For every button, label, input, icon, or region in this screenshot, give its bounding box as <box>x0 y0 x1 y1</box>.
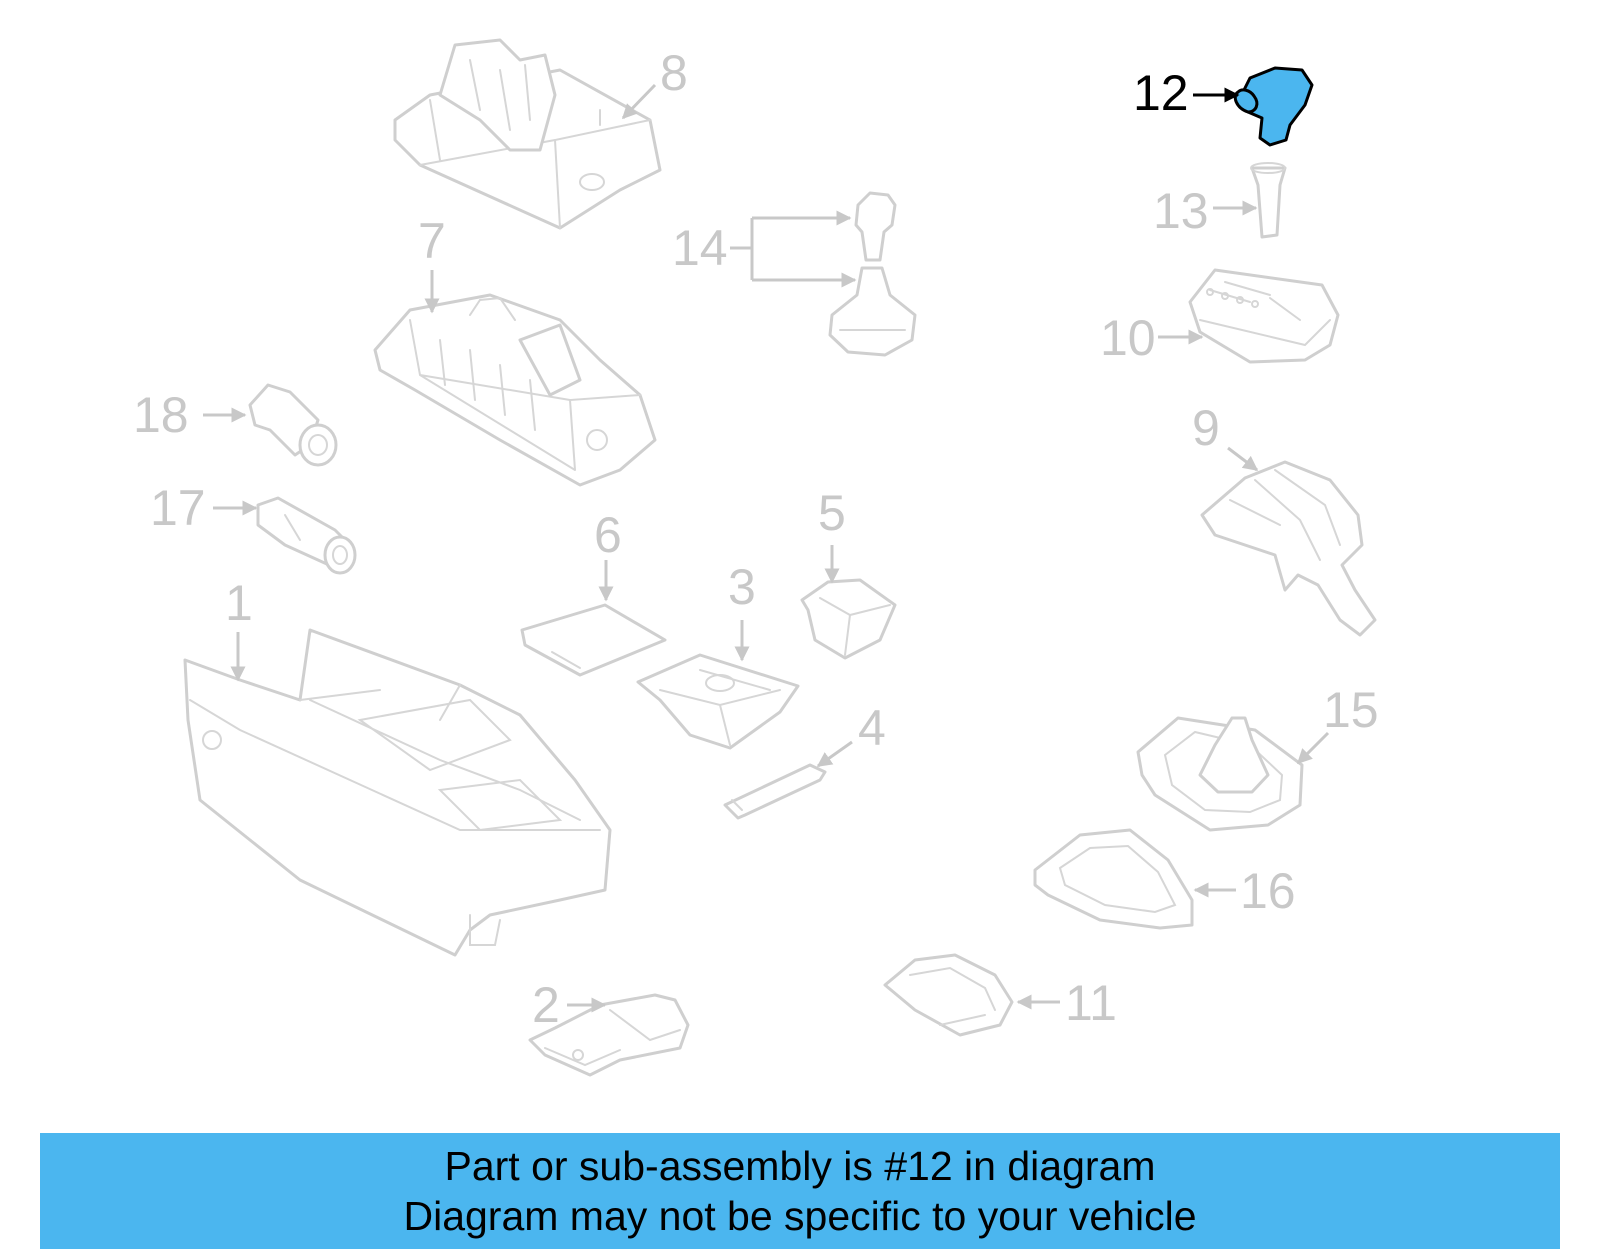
part-17-lighter-socket <box>256 496 357 575</box>
part-13-lever-sleeve <box>1250 162 1287 239</box>
callout-1: 1 <box>225 575 253 631</box>
part-9-shift-bracket <box>1200 460 1377 637</box>
banner-line-2: Diagram may not be specific to your vehi… <box>403 1193 1197 1239</box>
callout-2: 2 <box>532 977 560 1033</box>
callout-18: 18 <box>133 387 189 443</box>
part-5-cup-holder <box>800 578 897 660</box>
callout-9: 9 <box>1192 400 1220 456</box>
callout-12: 12 <box>1133 65 1189 121</box>
part-2-mounting-bracket <box>528 993 690 1077</box>
part-7-shifter-housing <box>373 293 657 487</box>
part-18-connector <box>248 383 338 467</box>
callout-17: 17 <box>150 480 206 536</box>
part-6-lid-panel <box>520 603 667 677</box>
callout-5: 5 <box>818 485 846 541</box>
callout-6: 6 <box>594 507 622 563</box>
callout-10: 10 <box>1100 310 1156 366</box>
callout-8: 8 <box>660 45 688 101</box>
part-10-indicator-panel <box>1188 268 1340 364</box>
callout-13: 13 <box>1153 183 1209 239</box>
part-4-slide-rail <box>723 763 827 820</box>
callout-7: 7 <box>418 213 446 269</box>
banner-line-1: Part or sub-assembly is #12 in diagram <box>444 1143 1156 1189</box>
callout-15: 15 <box>1323 682 1379 738</box>
callout-16: 16 <box>1240 863 1296 919</box>
part-1-center-console <box>183 628 612 957</box>
callout-3: 3 <box>728 559 756 615</box>
callout-4: 4 <box>858 700 886 756</box>
part-8-shifter-assembly <box>393 38 662 230</box>
callout-11: 11 <box>1065 975 1117 1031</box>
part-12-shift-knob-highlighted <box>1233 66 1314 147</box>
info-banner: Part or sub-assembly is #12 in diagram D… <box>40 1133 1560 1249</box>
part-11-cover-plate <box>883 953 1014 1037</box>
part-14-knob-and-boot <box>828 191 917 357</box>
part-15-boot-frame <box>1136 716 1304 832</box>
part-3-tray <box>636 653 800 750</box>
callout-14: 14 <box>672 220 728 276</box>
part-16-bezel-frame <box>1033 828 1194 930</box>
